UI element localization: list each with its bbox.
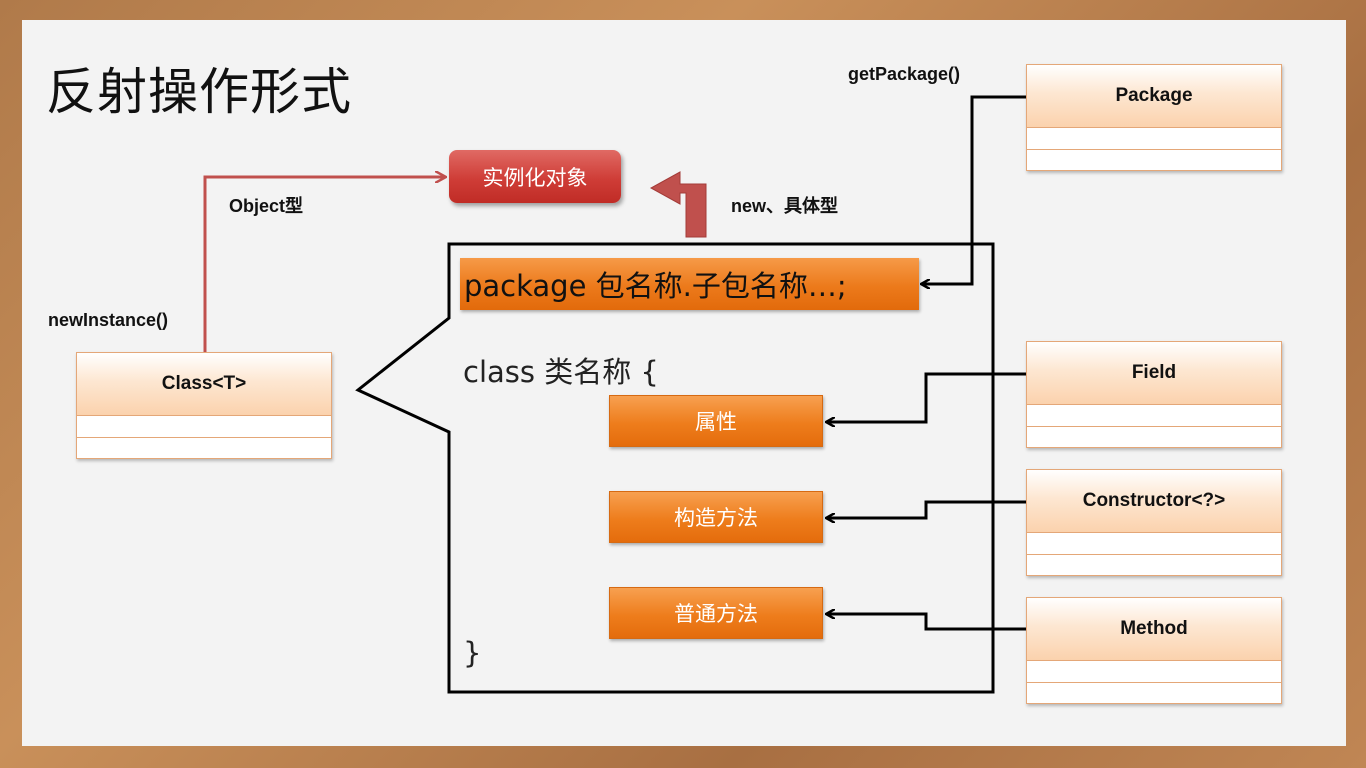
constructor-class-box: Constructor<?>: [1026, 469, 1282, 576]
class-t-row: [77, 438, 331, 459]
attribute-box: 属性: [609, 395, 823, 447]
page-title: 反射操作形式: [46, 63, 352, 121]
class-t-box: Class<T>: [76, 352, 332, 459]
method-class-box: Method: [1026, 597, 1282, 704]
get-package-label: getPackage(): [848, 64, 961, 84]
package-class-row: [1027, 150, 1281, 171]
package-connector: [922, 95, 1026, 284]
package-declaration: package 包名称.子包名称…;: [460, 258, 919, 310]
method-connector: [827, 614, 1026, 631]
method-class-row: [1027, 683, 1281, 704]
instantiate-object-box: 实例化对象: [449, 150, 621, 203]
field-connector: [827, 372, 1026, 422]
constructor-connector: [827, 500, 1026, 518]
constructor-class-name: Constructor<?>: [1027, 470, 1281, 533]
new-concrete-label: new、具体型: [731, 196, 839, 216]
package-class-row: [1027, 128, 1281, 150]
constructor-class-row: [1027, 533, 1281, 555]
field-class-name: Field: [1027, 342, 1281, 405]
class-declaration: class 类名称 {: [463, 355, 659, 389]
new-instance-label: newInstance(): [48, 310, 169, 330]
new-concrete-arrow-shape: [649, 171, 707, 238]
constructor-method-box: 构造方法: [609, 491, 823, 543]
field-class-row: [1027, 427, 1281, 448]
field-class-row: [1027, 405, 1281, 427]
method-class-row: [1027, 661, 1281, 683]
new-instance-arrow: [203, 177, 445, 352]
package-class-box: Package: [1026, 64, 1282, 171]
package-class-name: Package: [1027, 65, 1281, 128]
class-t-name: Class<T>: [77, 353, 331, 416]
normal-method-box: 普通方法: [609, 587, 823, 639]
field-class-box: Field: [1026, 341, 1282, 448]
closing-brace: }: [463, 636, 482, 670]
object-type-label: Object型: [229, 196, 304, 216]
class-container-outline: [355, 242, 995, 694]
class-t-row: [77, 416, 331, 438]
constructor-class-row: [1027, 555, 1281, 576]
method-class-name: Method: [1027, 598, 1281, 661]
